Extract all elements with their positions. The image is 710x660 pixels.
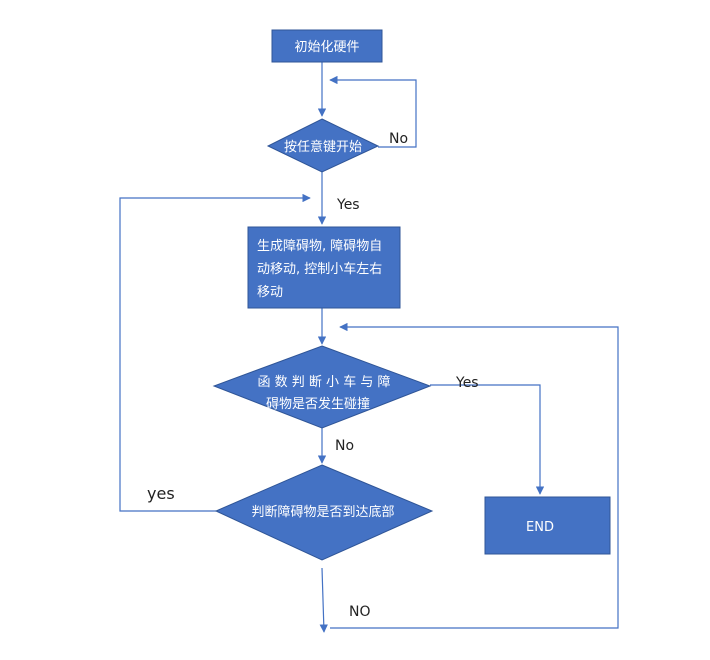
label-bottom-yes: yes bbox=[147, 484, 175, 503]
node-generate: 生成障碍物, 障碍物自 动移动, 控制小车左右 移动 bbox=[247, 226, 401, 309]
node-reach-bottom-label: 判断障碍物是否到达底部 bbox=[251, 504, 394, 520]
label-collision-yes: Yes bbox=[455, 375, 479, 391]
node-generate-line-3: 移动 bbox=[257, 285, 283, 300]
node-init: 初始化硬件 bbox=[271, 29, 383, 63]
edge-bottom-no-down bbox=[319, 567, 328, 633]
label-press-no: No bbox=[389, 131, 408, 147]
node-collision: 函 数 判 断 小 车 与 障 碍物是否发生碰撞 bbox=[212, 345, 432, 429]
edge-bottom-yes-loop bbox=[119, 193, 311, 512]
label-bottom-no: NO bbox=[349, 604, 371, 620]
node-generate-line-1: 生成障碍物, 障碍物自 bbox=[257, 239, 382, 254]
node-press-key: 按任意键开始 bbox=[266, 118, 380, 173]
node-collision-line-1: 函 数 判 断 小 车 与 障 bbox=[258, 374, 391, 390]
node-init-label: 初始化硬件 bbox=[294, 40, 359, 55]
edge-collision-yes-to-end bbox=[430, 384, 545, 495]
node-end-label: END bbox=[526, 520, 554, 535]
edge-press-no-loop bbox=[329, 75, 417, 148]
node-end: END bbox=[484, 496, 611, 555]
node-reach-bottom: 判断障碍物是否到达底部 bbox=[214, 464, 434, 561]
label-collision-no: No bbox=[335, 438, 354, 454]
edge-no-return-loop bbox=[330, 322, 619, 629]
node-generate-line-2: 动移动, 控制小车左右 bbox=[257, 261, 382, 277]
node-collision-line-2: 碍物是否发生碰撞 bbox=[266, 396, 370, 412]
node-press-key-label: 按任意键开始 bbox=[284, 139, 362, 155]
label-press-yes: Yes bbox=[336, 197, 360, 213]
